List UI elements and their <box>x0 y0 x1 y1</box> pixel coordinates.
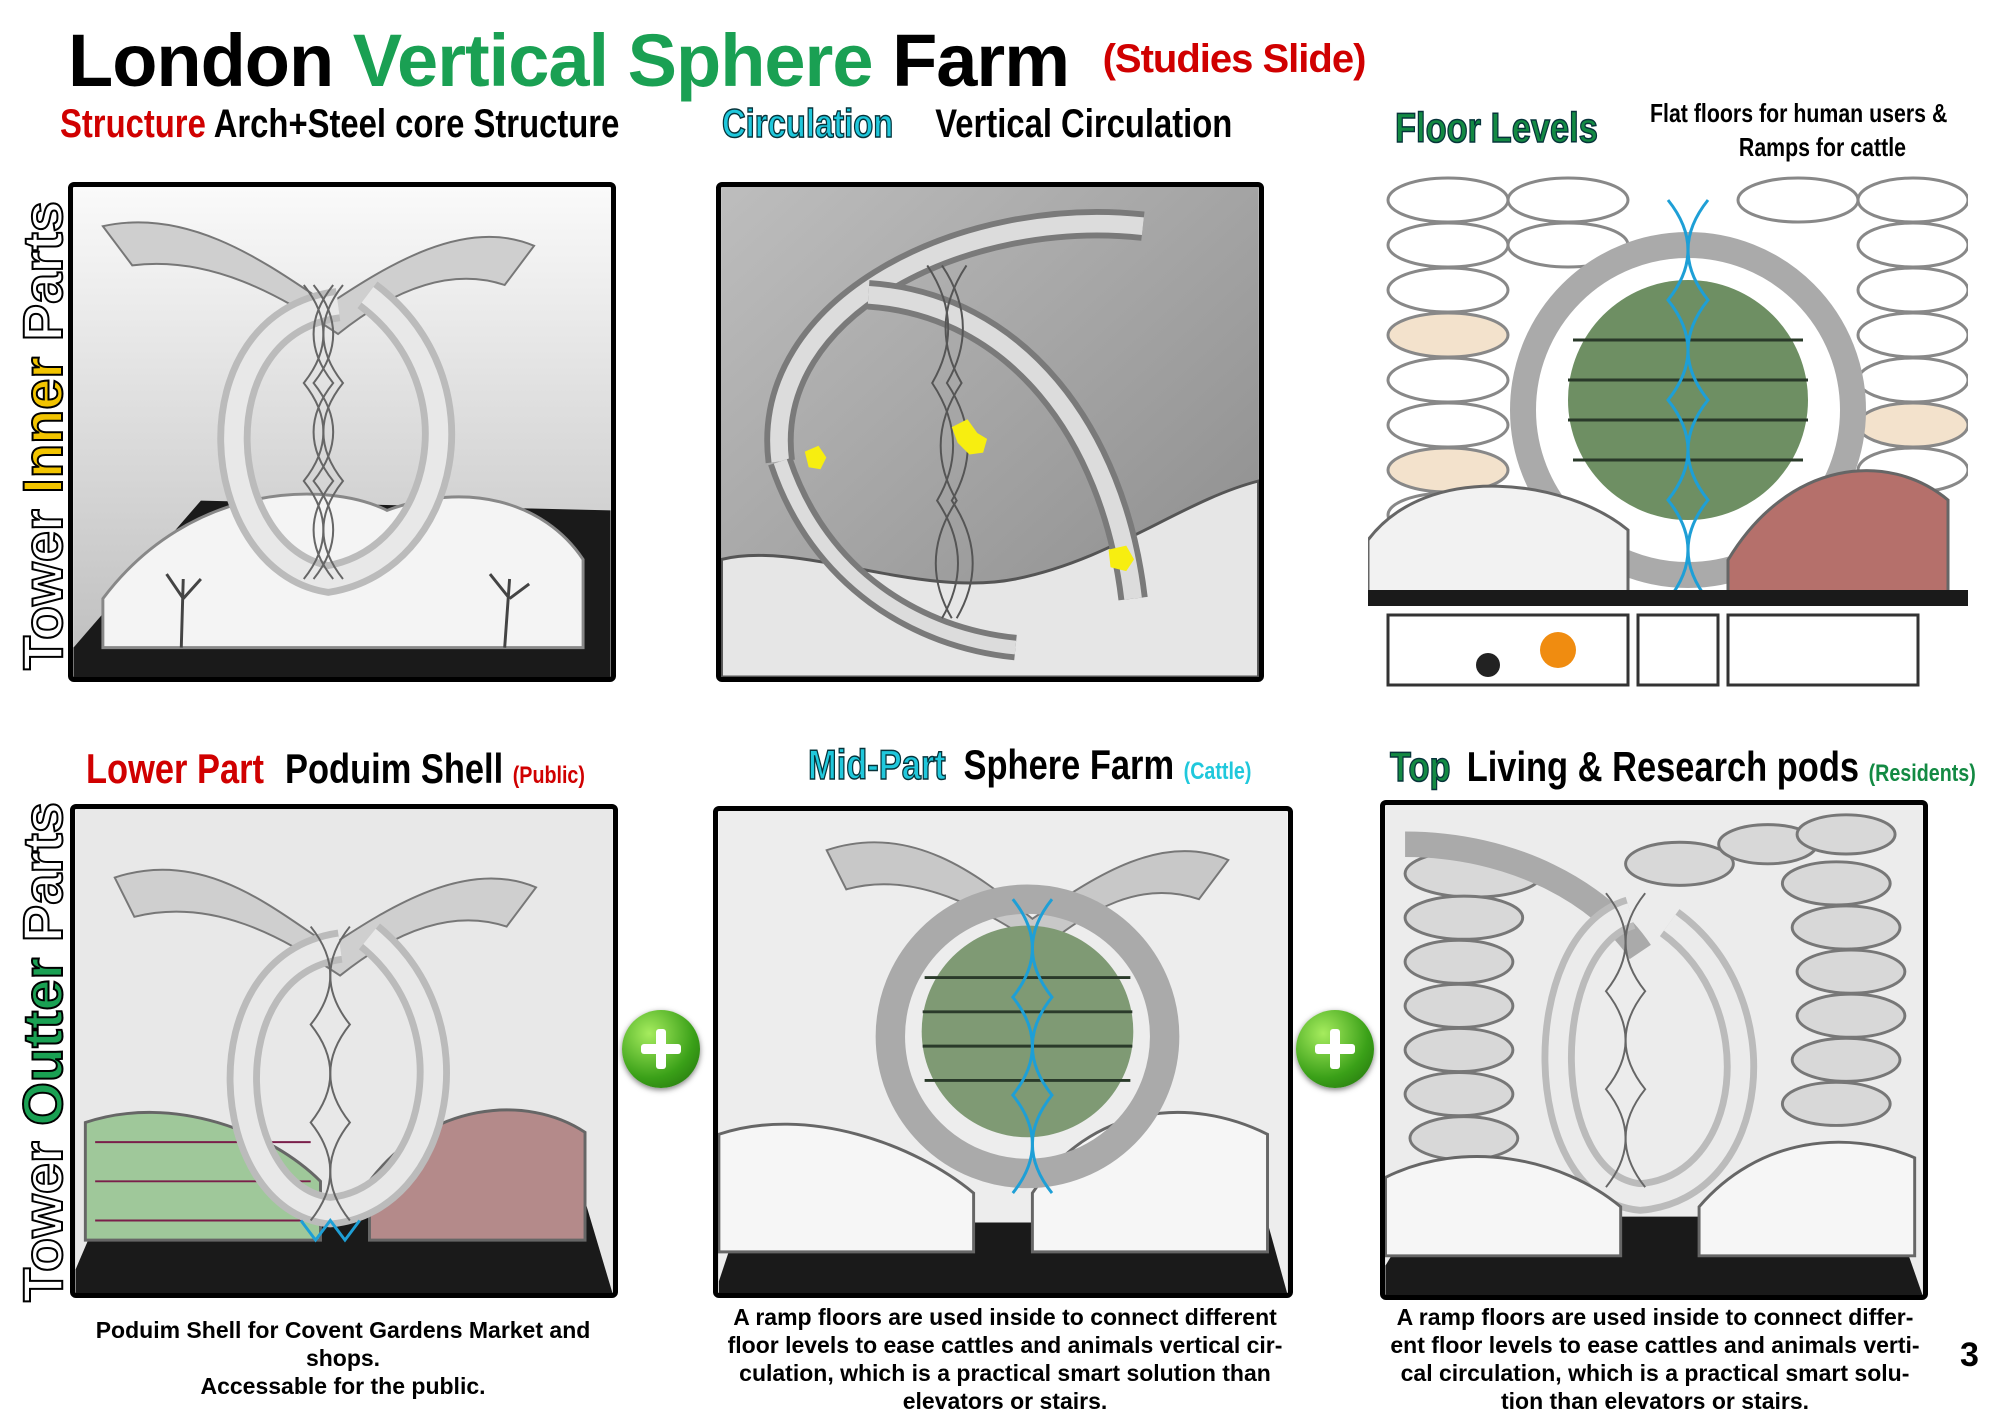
page-number: 3 <box>1960 1336 1979 1374</box>
heading-floor-levels: Floor Levels <box>1394 103 1598 152</box>
circulation-render <box>716 182 1264 682</box>
heading-top-tag: (Residents) <box>1868 760 1976 787</box>
title-london: London <box>68 19 334 102</box>
heading-mid-keyword: Mid-Part <box>807 740 946 789</box>
side-label-inner-c: Parts <box>10 200 75 357</box>
caption-top-line4: tion than elevators or stairs. <box>1500 1388 1810 1414</box>
side-label-outer: Tower Outter Parts <box>10 801 75 1303</box>
caption-lower-line1: Poduim Shell for Covent Gardens Market a… <box>95 1317 591 1343</box>
plus-icon <box>622 1010 700 1088</box>
caption-mid-part: A ramp floors are used inside to connect… <box>700 1303 1310 1415</box>
side-label-inner-b: Inner <box>10 356 75 495</box>
heading-mid-tag: (Cattle) <box>1183 758 1252 785</box>
caption-lower-line3: Accessable for the public. <box>200 1373 486 1399</box>
heading-lower-text: Poduim Shell <box>285 745 504 792</box>
heading-structure: Structure Arch+Steel core Structure <box>60 102 619 147</box>
title-vertical-sphere: Vertical Sphere <box>352 19 874 102</box>
floor-levels-section <box>1366 160 1970 690</box>
lower-part-drawing <box>75 809 613 1293</box>
caption-top-part: A ramp floors are used inside to connect… <box>1370 1303 1940 1415</box>
caption-top-line1: A ramp floors are used inside to connect… <box>1396 1304 1914 1330</box>
top-part-render <box>1380 800 1928 1300</box>
heading-mid-part: Mid-Part Sphere Farm (Cattle) <box>807 740 1252 789</box>
heading-circulation: Circulation Vertical Circulation <box>721 101 1233 147</box>
heading-top-keyword: Top <box>1389 742 1451 791</box>
side-label-outer-b: Outter <box>10 957 75 1127</box>
heading-lower-keyword: Lower Part <box>86 745 264 792</box>
mid-part-render <box>713 806 1293 1298</box>
heading-structure-keyword: Structure <box>60 102 206 146</box>
title-farm: Farm <box>892 19 1070 102</box>
heading-circulation-keyword: Circulation <box>721 101 894 147</box>
heading-top-text: Living & Research pods <box>1466 743 1860 790</box>
plus-icon <box>1296 1010 1374 1088</box>
heading-circulation-text: Vertical Circulation <box>935 102 1233 146</box>
caption-mid-line2: floor levels to ease cattles and animals… <box>727 1332 1283 1358</box>
lower-part-render <box>70 804 618 1298</box>
heading-structure-text: Arch+Steel core Structure <box>213 102 620 146</box>
heading-lower-part: Lower Part Poduim Shell (Public) <box>86 745 585 793</box>
caption-mid-line1: A ramp floors are used inside to connect… <box>733 1304 1277 1330</box>
heading-lower-tag: (Public) <box>512 762 585 789</box>
mid-part-drawing <box>718 811 1288 1293</box>
circulation-drawing <box>721 187 1259 677</box>
floor-levels-note-line1: Flat floors for human users & <box>1650 98 1948 128</box>
heading-mid-text: Sphere Farm <box>963 741 1175 788</box>
caption-mid-line4: elevators or stairs. <box>902 1388 1108 1414</box>
side-label-outer-c: Parts <box>10 801 75 958</box>
heading-top: Top Living & Research pods (Residents) <box>1389 742 1976 791</box>
side-label-outer-a: Tower <box>10 1125 75 1303</box>
side-label-inner-a: Tower <box>10 493 75 671</box>
page-title: London Vertical Sphere Farm (Studies Sli… <box>68 18 1367 103</box>
heading-floor-levels-keyword: Floor Levels <box>1394 103 1598 152</box>
floor-levels-note: Flat floors for human users & Ramps for … <box>1650 96 1947 164</box>
floor-levels-drawing <box>1366 176 1970 687</box>
top-part-drawing <box>1385 805 1923 1295</box>
caption-mid-line3: culation, which is a practical smart sol… <box>739 1360 1271 1386</box>
caption-lower-part: Poduim Shell for Covent Gardens Market a… <box>68 1316 618 1400</box>
floor-levels-note-line2: Ramps for cattle <box>1738 132 1906 162</box>
caption-top-line3: cal circulation, which is a practical sm… <box>1400 1360 1910 1386</box>
caption-lower-line2: shops. <box>305 1345 381 1371</box>
side-label-inner: Tower Inner Parts <box>10 200 75 671</box>
structure-render <box>68 182 616 682</box>
title-tag: (Studies Slide) <box>1102 37 1367 81</box>
structure-drawing <box>73 187 611 677</box>
caption-top-line2: ent floor levels to ease cattles and ani… <box>1390 1332 1920 1358</box>
